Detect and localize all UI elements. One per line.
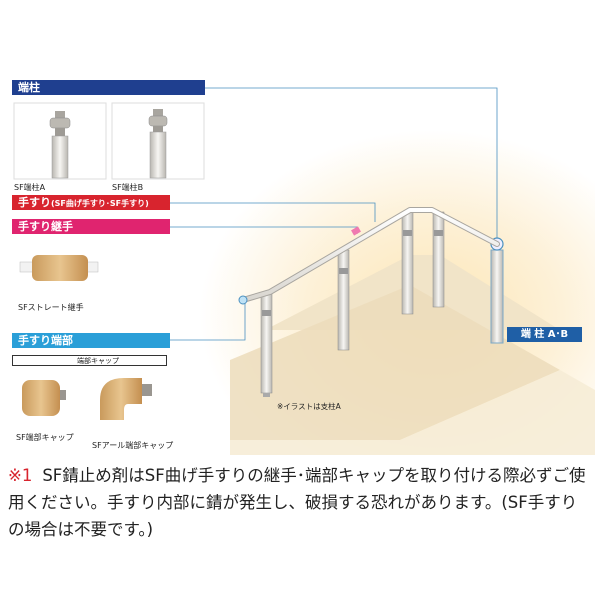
end-post [490,237,504,344]
section-title: 手すり [18,196,51,209]
post-3 [401,211,414,315]
post-1 [260,292,273,397]
lower-floor [230,370,595,455]
leader-line-post [205,87,498,238]
elbow-cap-picture [100,378,152,420]
post-4 [432,211,445,308]
end-post-badge: 端 柱 A･B [507,327,582,342]
leader-line-end [170,300,246,341]
section-title: 端柱 [18,81,40,94]
end-post-b-picture [111,102,205,180]
label-straight-joint: SFストレート継手 [18,303,84,312]
label-post-a: SF端柱A [14,183,46,192]
end-cap-subheader: 端部キャップ [12,355,167,366]
post-2 [337,249,350,351]
label-post-b: SF端柱B [112,183,144,192]
end-cap-picture [22,380,66,416]
section-header-handrail: 手すり(SF曲げ手すり･SF手すり) [12,195,170,210]
footnote-mark: ※1 [8,466,33,485]
label-end-cap: SF端部キャップ [16,433,74,442]
end-post-a-picture [13,102,107,180]
footnote-text: SF錆止め剤はSF曲げ手すりの継手･端部キャップを取り付ける際必ずご使用ください… [8,466,586,539]
section-title: 手すり継手 [18,220,73,233]
stair-slab [230,285,560,440]
section-title: 手すり端部 [18,334,73,347]
section-header-joint: 手すり継手 [12,219,170,234]
leader-line-handrail [170,202,376,222]
label-elbow-cap: SFアール端部キャップ [92,441,174,450]
section-header-end-post: 端柱 [12,80,205,95]
section-header-handrail-end: 手すり端部 [12,333,170,348]
straight-joint-picture [19,255,99,281]
handrail [238,207,500,305]
section-subtitle: (SF曲げ手すり･SF手すり) [51,199,149,208]
label-illustration-note: ※イラストは支柱A [277,402,341,411]
